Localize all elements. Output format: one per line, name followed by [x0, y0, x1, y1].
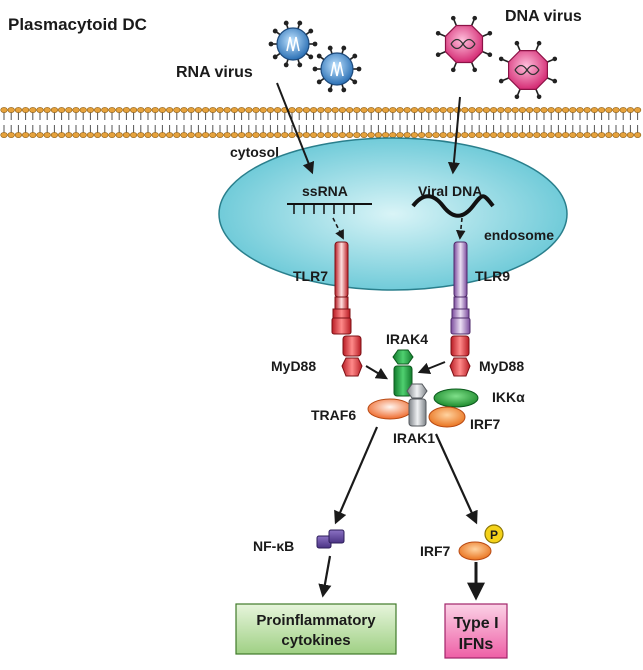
tlr9-receptor-icon: [450, 241, 471, 335]
irf7-active-icon: [458, 541, 492, 561]
label-rna-virus: RNA virus: [176, 64, 253, 81]
irf7-complex-icon: [428, 406, 466, 428]
rna-entry-arrow: [276, 82, 315, 175]
label-ssrna: ssRNA: [302, 183, 348, 199]
myd88-left-icon: [341, 335, 363, 377]
rna-virus-icon: [268, 20, 362, 93]
dna-entry-arrow: [447, 96, 461, 175]
nfkb-icon: [316, 529, 345, 549]
label-cytosol: cytosol: [230, 144, 279, 160]
viral-dna-strand-icon: [411, 194, 495, 218]
nfkb-pathway-arrow: [334, 426, 379, 525]
page-title: Plasmacytoid DC: [8, 15, 147, 34]
ssrna-arrow: [332, 217, 344, 240]
label-phospho: P: [490, 528, 498, 542]
myd88-right-icon: [449, 335, 471, 377]
label-irak4: IRAK4: [386, 331, 428, 347]
label-type1-1: Type I: [453, 615, 498, 632]
dna-virus-icon: [435, 15, 558, 100]
label-endosome: endosome: [484, 227, 554, 243]
label-tlr7: TLR7: [293, 268, 328, 284]
viral-dna-arrow: [455, 217, 466, 240]
label-ikka: IKKα: [492, 389, 525, 405]
label-dna-virus: DNA virus: [505, 8, 582, 25]
label-tlr9: TLR9: [475, 268, 510, 284]
ikka-icon: [433, 388, 479, 408]
label-traf6: TRAF6: [311, 407, 356, 423]
type1-ifn-box: [444, 603, 508, 659]
label-proinflammatory-2: cytokines: [281, 632, 350, 649]
irak4-icon: [392, 349, 414, 397]
endosome: [218, 137, 568, 291]
phospho-icon: [484, 524, 504, 544]
label-viral-dna: Viral DNA: [418, 183, 482, 199]
proinflammatory-box: [235, 603, 397, 655]
irak1-icon: [406, 383, 428, 427]
label-irak1: IRAK1: [393, 430, 435, 446]
label-proinflammatory-1: Proinflammatory: [256, 612, 376, 629]
label-myd88-right: MyD88: [479, 358, 524, 374]
cell-membrane: [0, 107, 642, 138]
tlr7-receptor-icon: [331, 241, 352, 335]
label-myd88-left: MyD88: [271, 358, 316, 374]
ssrna-strand-icon: [287, 203, 372, 214]
myd88-right-arrow: [417, 361, 446, 375]
traf6-icon: [367, 398, 413, 420]
label-irf7-complex: IRF7: [470, 416, 501, 432]
irf7-pathway-arrow: [434, 433, 478, 525]
label-nfkb: NF-κB: [253, 538, 294, 554]
myd88-left-arrow: [365, 365, 389, 380]
label-type1-2: IFNs: [459, 636, 494, 653]
label-irf7-active: IRF7: [420, 543, 451, 559]
nfkb-output-arrow: [318, 555, 332, 598]
